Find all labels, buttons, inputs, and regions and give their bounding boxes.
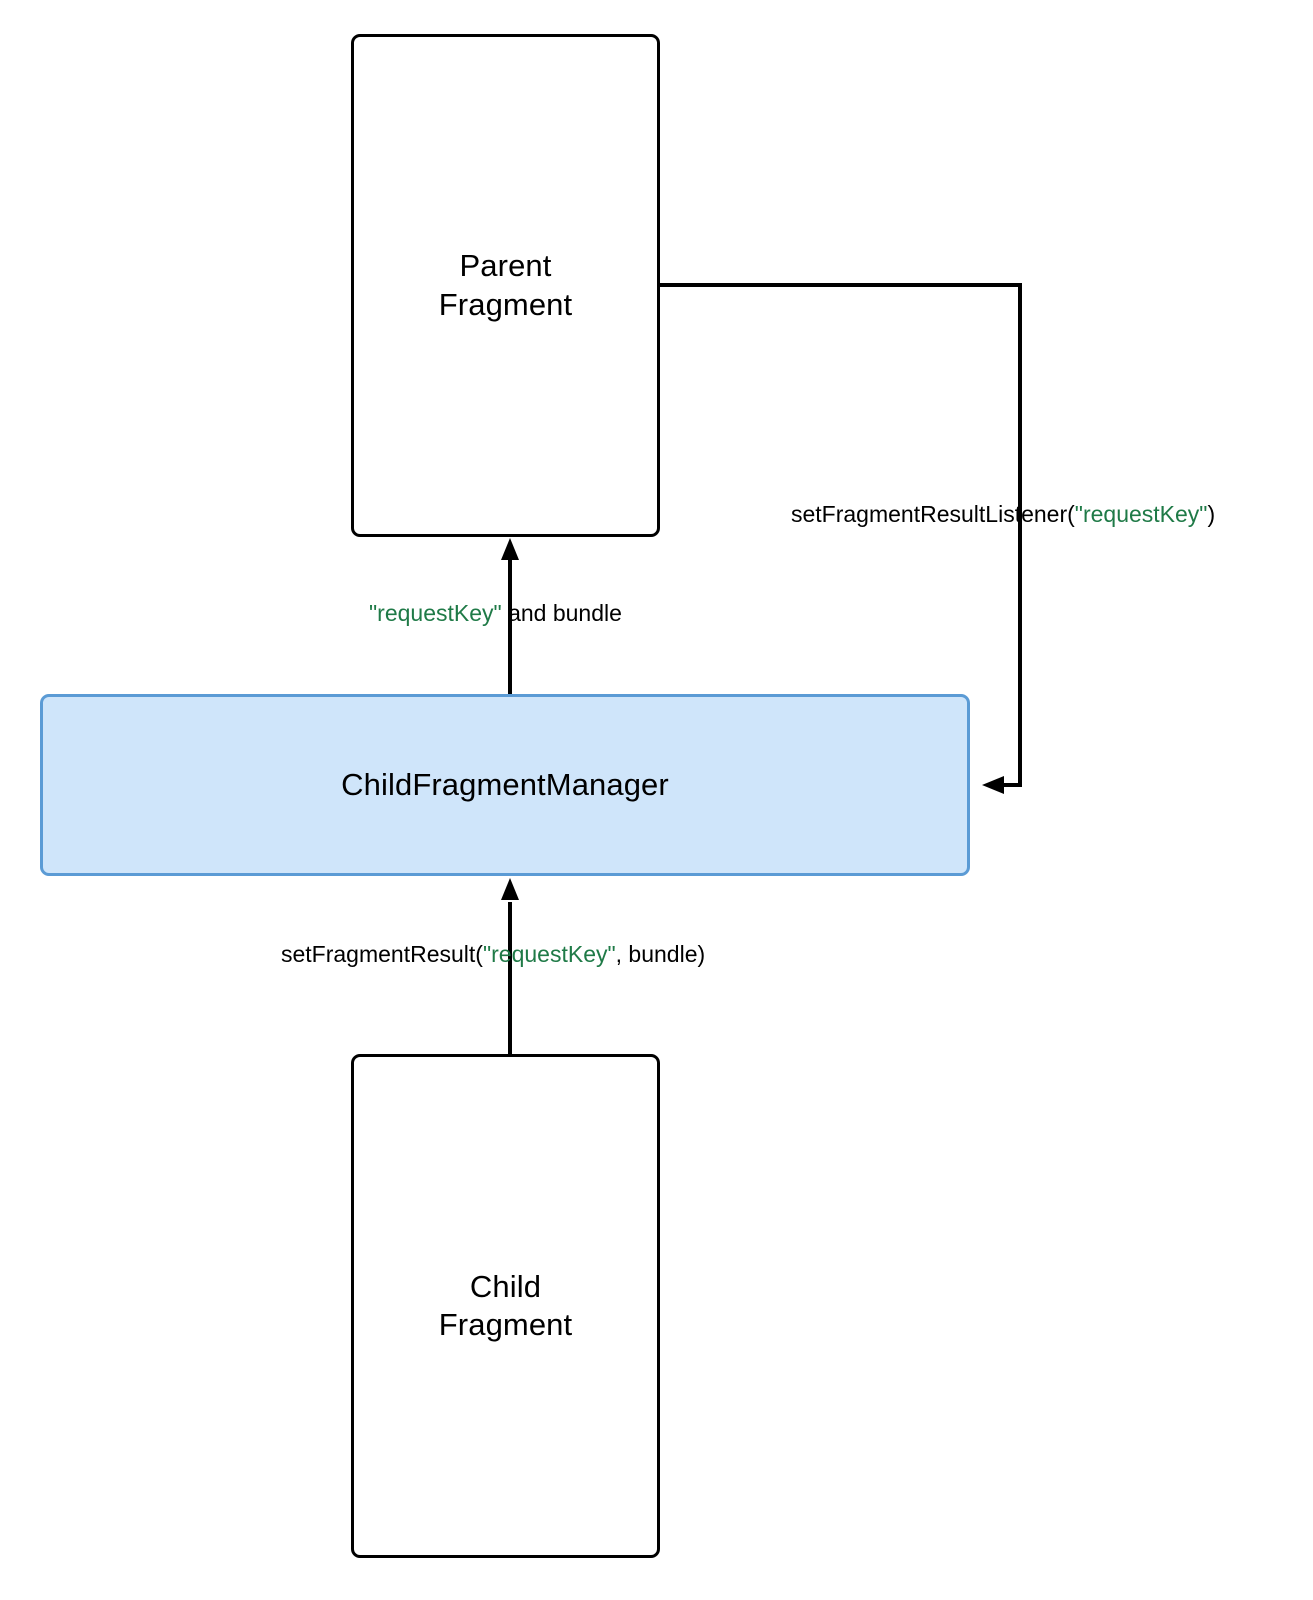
request-key-token: "requestKey" — [1074, 501, 1208, 527]
request-key-token: "requestKey" — [369, 600, 502, 626]
edge-parent-to-manager — [660, 283, 1022, 794]
set-fragment-result-prefix: setFragmentResult( — [281, 941, 483, 967]
set-fragment-result-listener-prefix: setFragmentResultListener( — [791, 501, 1075, 527]
edge-manager-to-parent — [501, 538, 519, 694]
edge-label-child-to-manager: setFragmentResult("requestKey", bundle) — [281, 940, 705, 970]
child-fragment-line-2: Fragment — [438, 1307, 573, 1342]
child-fragment-line-1: Child — [469, 1268, 542, 1304]
edge-label-parent-to-manager: setFragmentResultListener("requestKey") — [791, 500, 1215, 530]
node-child-fragment-manager-label: ChildFragmentManager — [341, 766, 669, 802]
node-child-fragment-manager[interactable]: ChildFragmentManager — [40, 694, 970, 876]
request-key-token: "requestKey" — [482, 941, 616, 967]
and-bundle-token: and bundle — [501, 600, 622, 626]
edge-label-manager-to-parent: "requestKey" and bundle — [369, 599, 622, 629]
edge-child-to-manager — [501, 878, 519, 1054]
parent-fragment-line-2: Fragment — [438, 286, 573, 322]
set-fragment-result-listener-suffix: ) — [1207, 501, 1216, 527]
parent-fragment-line-1: Parent — [459, 248, 552, 284]
set-fragment-result-suffix: , bundle) — [615, 941, 706, 967]
